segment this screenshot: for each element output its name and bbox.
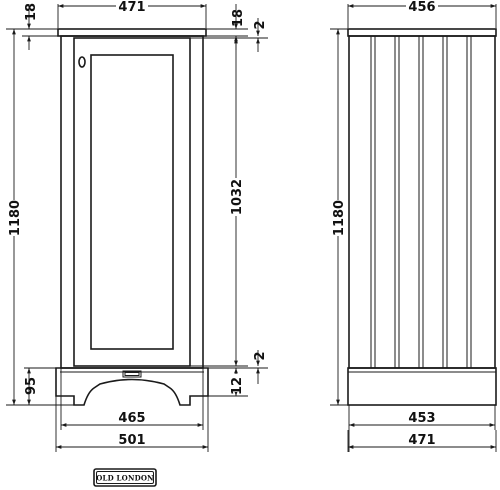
- front-view-cabinet: [55, 28, 209, 406]
- front-door: [73, 37, 191, 367]
- dim-front-plinth-width: 501: [118, 433, 145, 448]
- side-dimensions: 456 1180 453 471: [330, 0, 497, 452]
- dim-front-width-top: 471: [118, 0, 145, 15]
- front-plinth: [55, 367, 209, 406]
- logo-text: OLD LONDON: [96, 474, 154, 483]
- front-dimensions: 471 18 1180 95 18 2 1032: [6, 0, 268, 452]
- dim-front-plinth-height: 95: [24, 377, 39, 395]
- dim-front-total-height: 1180: [8, 200, 23, 236]
- dim-side-body-depth: 453: [408, 411, 435, 426]
- dim-side-total-height: 1180: [332, 200, 347, 236]
- side-countertop: [347, 28, 497, 37]
- front-countertop: [57, 28, 207, 37]
- dim-front-gap-top: 2: [253, 20, 268, 29]
- dim-side-depth-top: 456: [408, 0, 435, 15]
- dim-front-top-overhang: 18: [231, 9, 246, 27]
- side-plinth: [347, 367, 497, 406]
- side-view-cabinet: [347, 28, 497, 406]
- front-cabinet-body: [60, 35, 204, 369]
- door-knob: [78, 56, 86, 68]
- dim-side-plinth-depth: 471: [408, 433, 435, 448]
- old-london-logo: OLD LONDON: [93, 468, 157, 487]
- dim-front-door-height: 1032: [230, 179, 245, 215]
- plinth-emblem: [122, 370, 142, 378]
- front-door-panel: [90, 54, 174, 350]
- dim-front-plinth-gap: 12: [230, 377, 245, 395]
- dim-front-gap-bottom: 2: [253, 351, 268, 360]
- dim-front-body-width: 465: [118, 411, 145, 426]
- dim-front-top-thickness: 18: [24, 3, 39, 21]
